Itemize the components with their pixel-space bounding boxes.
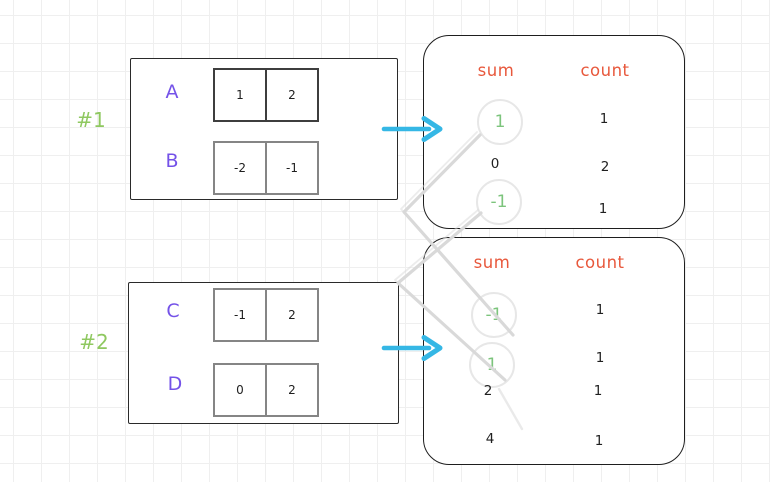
array-c-label: C — [166, 300, 180, 322]
highlight-circle-t2-sum-neg1: -1 — [471, 292, 517, 338]
table2-row0-sum: -1 — [485, 305, 503, 325]
array-d-cell-0: 0 — [213, 363, 267, 417]
array-a-cells: 1 2 — [213, 68, 319, 122]
array-d-label: D — [167, 373, 183, 395]
table1-row1-sum: 0 — [490, 156, 500, 172]
array-c-cell-0: -1 — [213, 288, 267, 342]
array-d-cell-1: 2 — [265, 363, 319, 417]
table2-row0-count: 1 — [595, 302, 605, 318]
table2-row3-sum: 4 — [485, 431, 495, 447]
array-c-cell-1: 2 — [265, 288, 319, 342]
array-b-cell-1: -1 — [265, 141, 319, 195]
group2-label: #2 — [79, 330, 109, 354]
highlight-circle-t1-sum-neg1: -1 — [476, 179, 522, 225]
table2-row2-count: 1 — [593, 383, 603, 399]
table2-row1-count: 1 — [595, 350, 605, 366]
array-a-cell-1: 2 — [265, 68, 319, 122]
table1-sum-header: sum — [477, 61, 515, 80]
array-c-cells: -1 2 — [213, 288, 319, 342]
array-b-cell-0: -2 — [213, 141, 267, 195]
array-b-label: B — [165, 150, 179, 172]
highlight-circle-t1-sum1: 1 — [477, 99, 523, 145]
sum-count-table2-box — [423, 237, 685, 465]
table2-row3-count: 1 — [594, 433, 604, 449]
table2-row1-sum: 1 — [486, 355, 498, 375]
array-a-label: A — [165, 81, 179, 103]
table1-row0-count: 1 — [599, 111, 609, 127]
table1-row0-sum: 1 — [494, 112, 506, 132]
table2-sum-header: sum — [473, 253, 511, 272]
table2-count-header: count — [575, 253, 625, 272]
array-d-cells: 0 2 — [213, 363, 319, 417]
table1-row2-sum: -1 — [490, 192, 508, 212]
highlight-circle-t2-sum1: 1 — [469, 342, 515, 388]
table1-row1-count: 2 — [600, 159, 610, 175]
table1-row2-count: 1 — [598, 201, 608, 217]
array-b-cells: -2 -1 — [213, 141, 319, 195]
table1-count-header: count — [580, 61, 630, 80]
table2-row2-sum: 2 — [483, 383, 493, 399]
group1-label: #1 — [76, 108, 106, 132]
array-a-cell-0: 1 — [213, 68, 267, 122]
sum-count-table1-box — [423, 35, 685, 229]
